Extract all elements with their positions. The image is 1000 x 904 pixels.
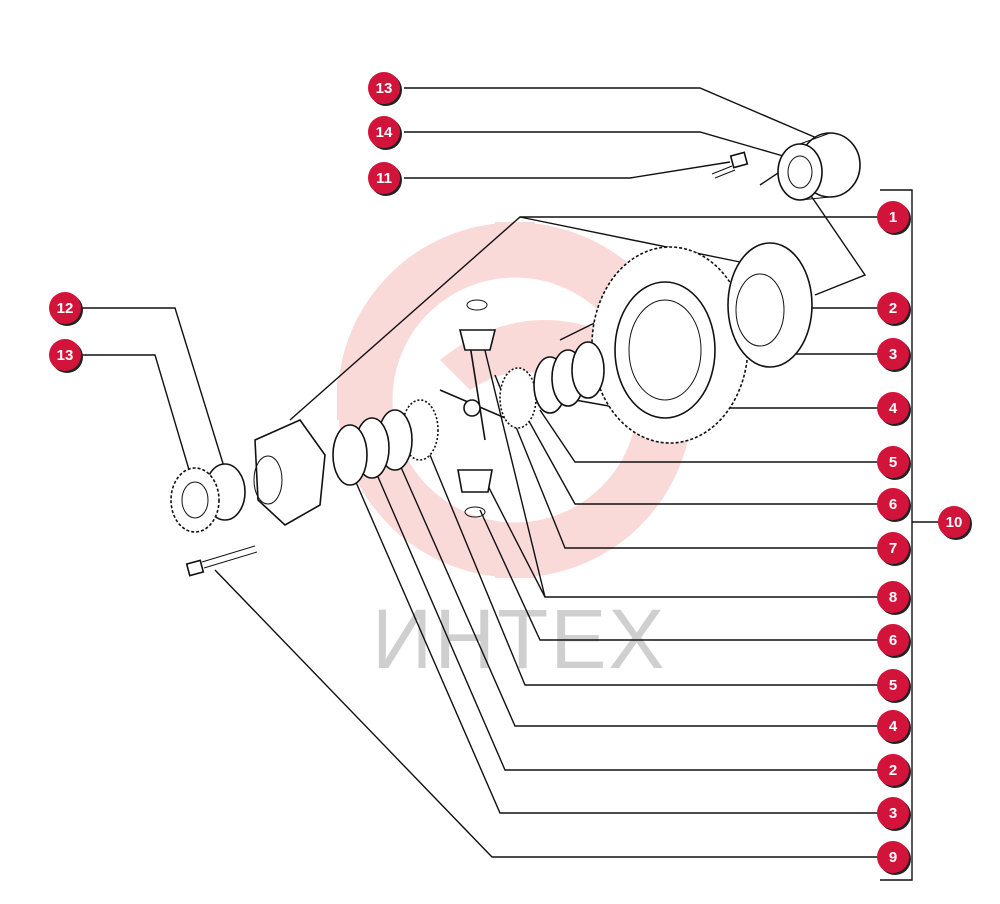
callout-badge-4: 4: [877, 710, 911, 744]
part-cross-shaft: [439, 344, 511, 441]
callout-label: 2: [889, 762, 897, 779]
callout-label: 7: [889, 540, 897, 557]
callout-label: 4: [889, 400, 898, 417]
callout-badge-3: 3: [877, 797, 911, 831]
callout-label: 3: [889, 346, 897, 363]
callout-label: 6: [889, 632, 897, 649]
part-ring-gear: [591, 246, 749, 444]
callout-badge-8: 8: [877, 581, 911, 615]
callout-badge-10: 10: [938, 506, 972, 540]
callout-label: 13: [376, 80, 393, 97]
part-bearing-top: [777, 132, 861, 201]
callout-badge-13: 13: [49, 339, 83, 373]
callout-badge-12: 12: [49, 292, 83, 326]
part-pinion-gears: [457, 299, 497, 518]
callout-badge-2: 2: [877, 754, 911, 788]
callout-badge-6: 6: [877, 624, 911, 658]
callout-label: 12: [57, 300, 74, 317]
part-bolt-top: [711, 151, 749, 179]
part-case-right: [727, 242, 813, 368]
callout-badge-2: 2: [877, 292, 911, 326]
callout-label: 4: [889, 718, 898, 735]
callout-label: 1: [889, 209, 897, 226]
part-bearing-left: [170, 463, 246, 533]
callout-badge-13: 13: [368, 72, 402, 106]
part-discs-left: [332, 409, 413, 486]
callout-label: 8: [889, 589, 897, 606]
part-side-gear-right: [499, 367, 537, 429]
callout-label: 6: [889, 496, 897, 513]
callout-badge-5: 5: [877, 669, 911, 703]
callout-badge-1: 1: [877, 201, 911, 235]
callout-badge-9: 9: [877, 841, 911, 875]
callout-badge-5: 5: [877, 446, 911, 480]
callout-label: 3: [889, 805, 897, 822]
callout-badge-6: 6: [877, 488, 911, 522]
callout-badge-7: 7: [877, 532, 911, 566]
callout-label: 13: [57, 347, 74, 364]
callout-badge-4: 4: [877, 392, 911, 426]
part-case-left: [253, 419, 326, 526]
callout-label: 9: [889, 849, 897, 866]
callout-label: 11: [376, 170, 392, 187]
part-bolt-long: [185, 545, 258, 577]
group-bracket: [880, 189, 940, 881]
callout-badge-14: 14: [368, 116, 402, 150]
callout-label: 2: [889, 300, 897, 317]
part-discs-right: [533, 341, 605, 414]
callout-label: 10: [946, 514, 963, 531]
callout-badge-3: 3: [877, 338, 911, 372]
callout-label: 5: [889, 454, 897, 471]
callout-badge-11: 11: [368, 162, 402, 196]
callout-label: 5: [889, 677, 897, 694]
callout-label: 14: [376, 124, 393, 141]
